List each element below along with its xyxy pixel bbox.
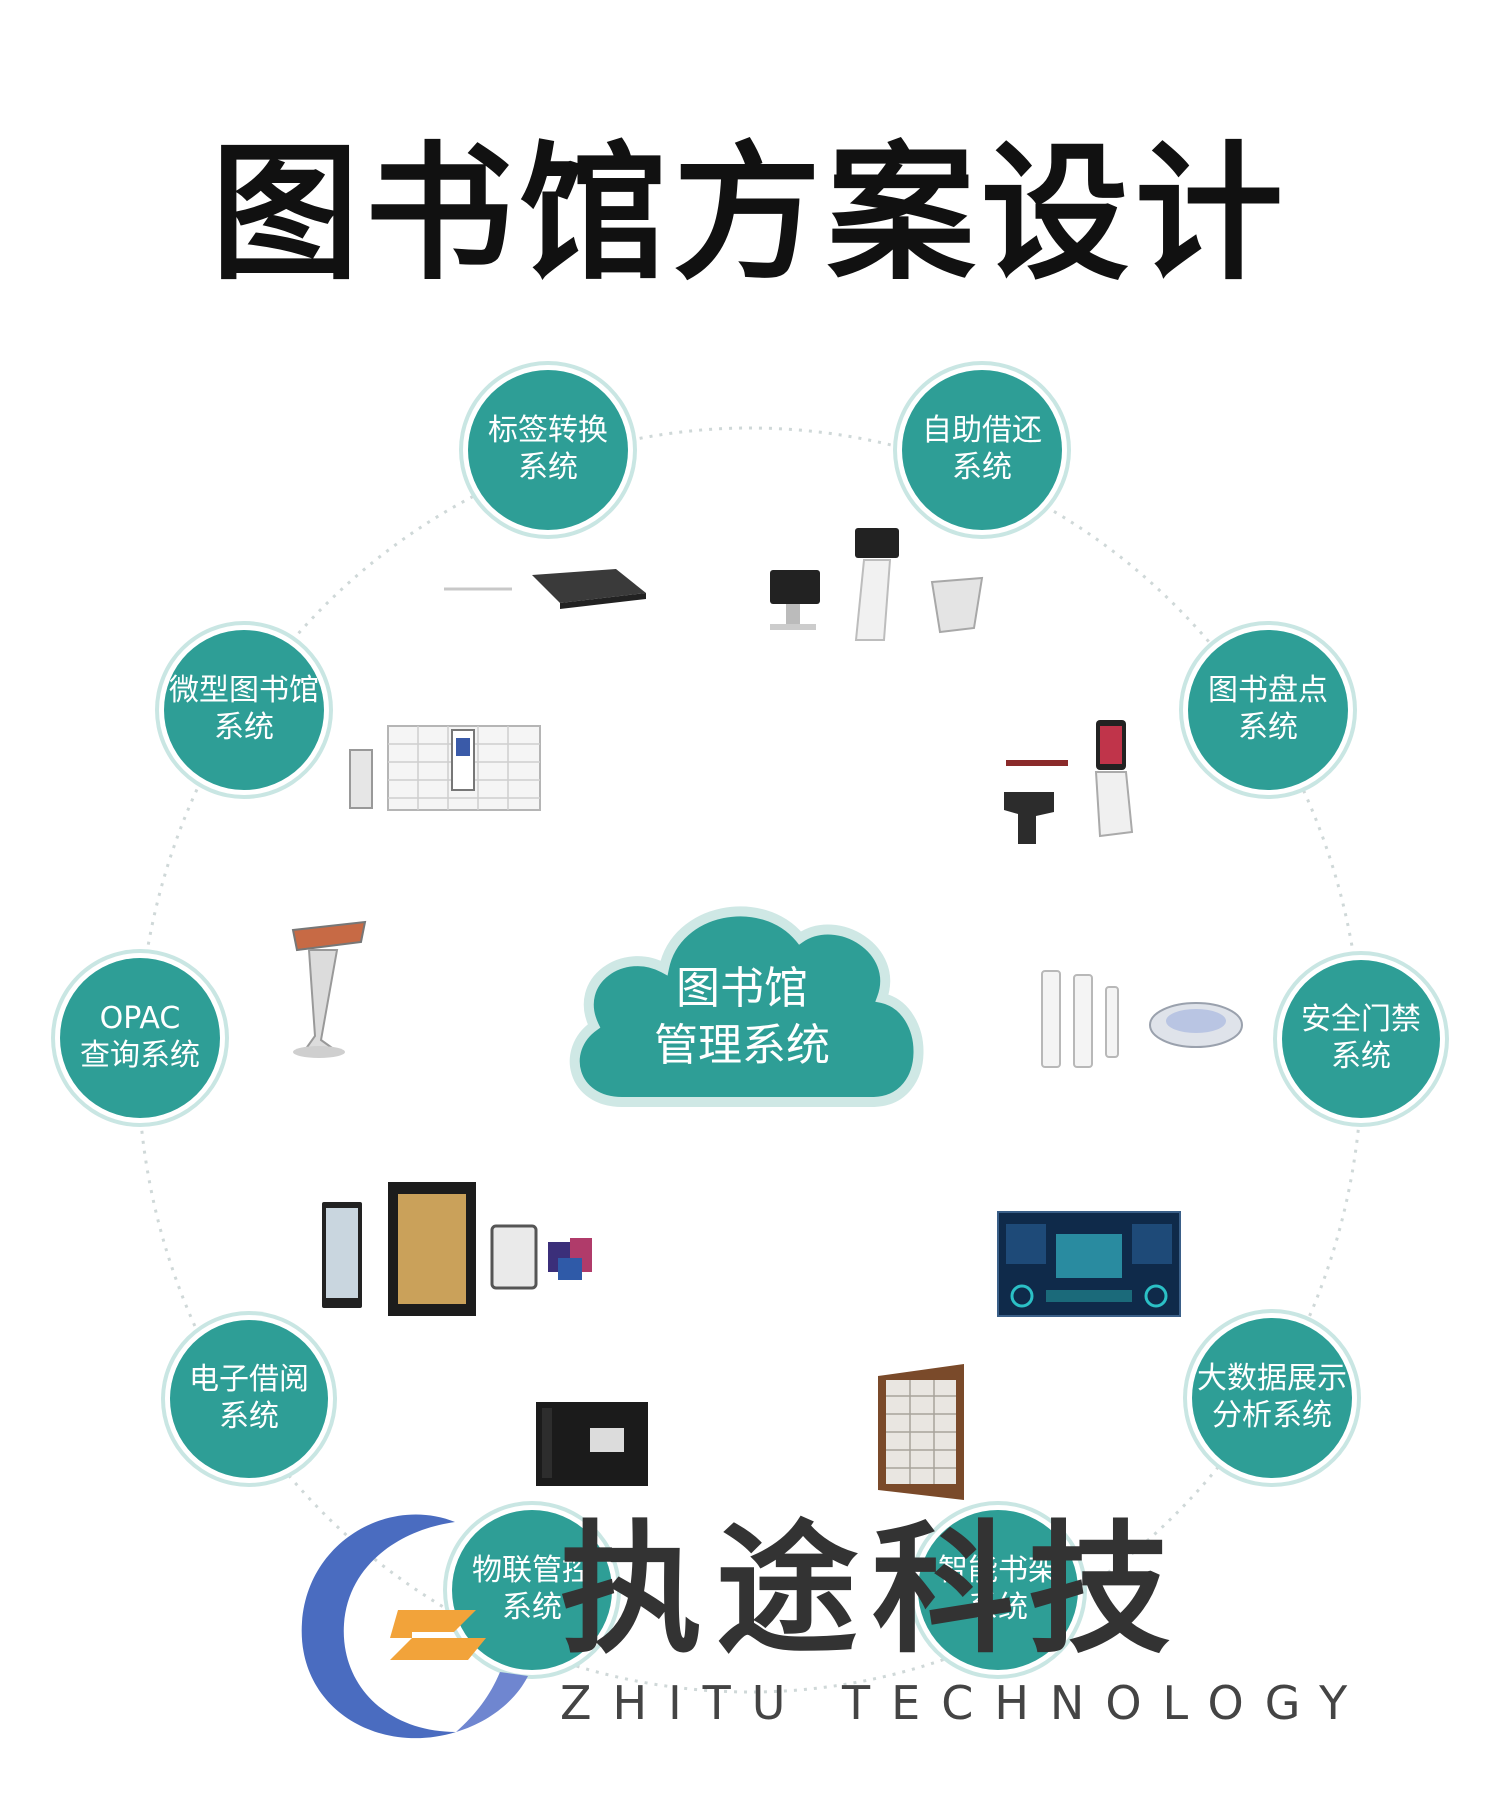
node-e-borrowing: 电子借阅 系统 <box>170 1320 328 1478</box>
brand-logo-icon <box>301 1514 528 1739</box>
security-gate-icon <box>1041 970 1243 1068</box>
brand-name-en: ZHITU TECHNOLOGY <box>560 1676 1369 1730</box>
cloud-label-line2: 管理系统 <box>654 1020 830 1072</box>
opac-kiosk-icon <box>291 920 367 1058</box>
central-cloud: 图书馆 管理系统 <box>552 880 932 1130</box>
node-label-line1: 标签转换 <box>488 413 608 449</box>
node-label-line2: 系统 <box>518 450 578 485</box>
node-label-line1: 自助借还 <box>922 413 1042 449</box>
node-smart-shelf: 智能书架 系统 <box>918 1510 1078 1670</box>
node-label-line2: 系统 <box>502 1590 562 1625</box>
node-label-line1: 物联管控 <box>472 1553 592 1589</box>
node-label-line1: 电子借阅 <box>189 1362 309 1398</box>
cloud-label-line1: 图书馆 <box>676 963 808 1014</box>
node-label-line2: 分析系统 <box>1212 1398 1332 1433</box>
brand-name-cn: 执途科技 <box>560 1508 1184 1673</box>
micro-library-cabinet-icon <box>349 725 541 811</box>
node-micro-library: 微型图书馆 系统 <box>164 630 324 790</box>
node-label-line2: 查询系统 <box>80 1038 200 1073</box>
node-label-line1: 智能书架 <box>938 1553 1058 1589</box>
node-label-line2: 系统 <box>952 450 1012 485</box>
big-data-dashboard-icon <box>997 1211 1181 1317</box>
inventory-scanner-icon <box>1004 720 1134 844</box>
node-label-line2: 系统 <box>219 1399 279 1434</box>
node-label-line1: OPAC <box>99 1001 181 1037</box>
node-label-line1: 安全门禁 <box>1301 1002 1421 1038</box>
node-label-conversion: 标签转换 系统 <box>468 370 628 530</box>
node-iot-control: 物联管控 系统 <box>452 1510 612 1670</box>
node-label-line1: 大数据展示 <box>1197 1361 1347 1397</box>
smart-shelf-icon <box>878 1364 964 1500</box>
node-label-line2: 系统 <box>968 1590 1028 1625</box>
node-label-line1: 图书盘点 <box>1208 673 1328 709</box>
label-converter-device-icon <box>444 569 646 609</box>
node-security-gate: 安全门禁 系统 <box>1282 960 1440 1118</box>
node-opac: OPAC 查询系统 <box>60 958 220 1118</box>
page-title: 图书馆方案设计 <box>211 128 1289 300</box>
node-label-line2: 系统 <box>214 710 274 745</box>
node-label-line2: 系统 <box>1331 1039 1391 1074</box>
self-service-kiosk-icon <box>770 528 984 641</box>
cloud-icon <box>569 906 924 1107</box>
node-self-service: 自助借还 系统 <box>902 370 1062 530</box>
node-label-line2: 系统 <box>1238 710 1298 745</box>
node-big-data: 大数据展示 分析系统 <box>1192 1318 1352 1478</box>
node-label-line1: 微型图书馆 <box>169 673 319 709</box>
iot-control-panel-icon <box>536 1402 648 1486</box>
e-reading-devices-icon <box>322 1182 592 1316</box>
node-inventory: 图书盘点 系统 <box>1188 630 1348 790</box>
